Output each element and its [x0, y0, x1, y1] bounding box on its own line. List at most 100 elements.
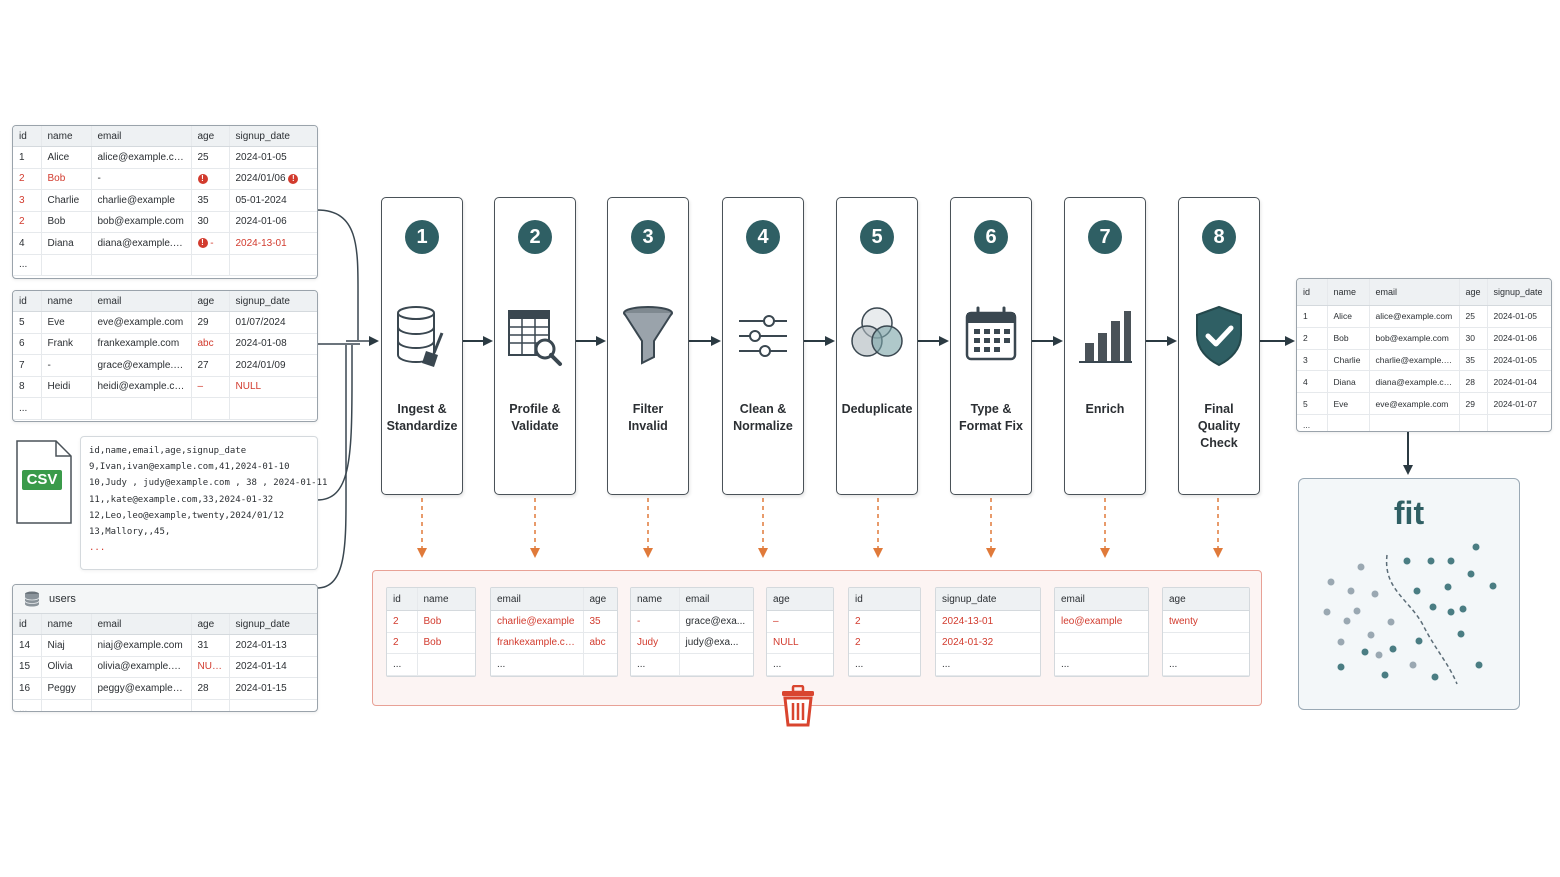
cell: 2 — [13, 211, 41, 233]
database-icon — [24, 591, 40, 607]
column-header: email — [1368, 279, 1459, 306]
cell — [1163, 632, 1249, 654]
cell — [1458, 414, 1487, 431]
stage-number: 6 — [974, 220, 1008, 254]
cell: frankexample.com — [90, 333, 191, 355]
cell: 2024-01-14 — [228, 656, 317, 678]
csv-line: ... — [89, 543, 106, 554]
column-header: email — [90, 614, 191, 635]
cell — [1055, 632, 1148, 654]
table-row: 2024-13-01 — [936, 610, 1040, 633]
cell: frankexample.com — [491, 632, 583, 654]
source-merge-lines — [316, 209, 379, 589]
cell: 2024-01-05 — [228, 146, 317, 169]
cell — [90, 699, 191, 711]
cell: charlie@example — [491, 610, 583, 633]
cell: Diana — [40, 232, 91, 255]
csv-badge: CSV — [26, 471, 58, 488]
table-row: 2 Bob - ! 2024/01/06 ! — [13, 168, 317, 190]
cell: 2024-01-05 — [1486, 349, 1551, 372]
column-header: name — [40, 126, 91, 147]
cell: heidi@example.com — [90, 376, 191, 398]
cell: bob@example.com — [1368, 327, 1459, 350]
table-row: NULL — [767, 632, 833, 654]
cell: Judy — [631, 632, 679, 654]
table-row: ... — [387, 653, 475, 676]
stage-label: Type & Format Fix — [959, 402, 1023, 433]
cell: 3 — [1297, 349, 1327, 372]
cell: – — [190, 376, 229, 398]
stage-label: Ingest & Standardize — [386, 402, 458, 433]
table-header-row: age — [1163, 588, 1249, 611]
users-db-label: users — [49, 593, 76, 605]
column-header: name — [40, 614, 91, 635]
csv-line: 10,Judy , judy@example.com , 38 , 2024-0… — [89, 478, 328, 489]
cell: Bob — [416, 632, 475, 654]
cell: 2024-01-13 — [228, 634, 317, 657]
cell: 2024/01/06 ! — [228, 168, 317, 190]
table-row: 2 — [849, 632, 920, 654]
table-row: 14 Niaj niaj@example.com 31 2024-01-13 — [13, 634, 317, 657]
csv-content: id,name,email,age,signup_date 9,Ivan,iva… — [80, 436, 328, 570]
cell: 31 — [190, 634, 229, 657]
stage-label: Enrich — [1085, 402, 1125, 416]
cell: 2024-01-32 — [936, 632, 1040, 654]
cell: 1 — [1297, 305, 1327, 328]
column-header: age — [190, 291, 229, 312]
table-row: ... — [13, 397, 317, 420]
table-row: ... — [1055, 653, 1148, 676]
cell: 30 — [190, 211, 229, 233]
column-header: name — [1326, 279, 1369, 306]
cell: Niaj — [40, 634, 91, 657]
table-header-row: id name email age signup_date — [1297, 279, 1551, 306]
table-magnifier-icon — [508, 310, 562, 366]
cell: alice@example.com — [1368, 305, 1459, 328]
cell: leo@example — [1055, 610, 1148, 633]
cell: ! — [190, 168, 229, 190]
cell: 2024-13-01 — [228, 232, 317, 255]
table-row: 4 Diana diana@example.com ! - 2024-13-01 — [13, 232, 317, 255]
cell: ... — [13, 254, 41, 276]
csv-line: 13,Mallory,,45, — [89, 526, 171, 537]
cell — [90, 254, 191, 276]
cell: Bob — [40, 211, 91, 233]
csv-line: 9,Ivan,ivan@example.com,41,2024-01-10 — [89, 462, 290, 473]
table-header-row: signup_date — [936, 588, 1040, 611]
cell: ... — [631, 653, 679, 676]
table-row: ... — [13, 699, 317, 711]
column-header: id — [1297, 279, 1327, 306]
cell — [582, 653, 617, 676]
column-header: age — [767, 588, 833, 611]
cell: ... — [936, 653, 1040, 676]
table-header-row: id name email age signup_date — [13, 126, 317, 147]
cell: 15 — [13, 656, 41, 678]
cell — [40, 699, 91, 711]
csv-line: 11,,kate@example.com,33,2024-01-32 — [89, 494, 274, 505]
cell: 4 — [1297, 370, 1327, 394]
cell: Alice — [40, 146, 91, 169]
stage-2-profile: 2 Profile & Validate — [494, 197, 576, 495]
rejected-table-stage-4: age – NULL ... — [766, 587, 834, 677]
cell: ... — [767, 653, 833, 676]
cell: 28 — [190, 677, 229, 700]
table-row: ... — [1163, 653, 1249, 676]
column-header: email — [90, 291, 191, 312]
model-fit-card: fit — [1298, 478, 1520, 710]
funnel-icon — [623, 306, 673, 365]
cell — [40, 397, 91, 420]
table-row: ... — [936, 653, 1040, 676]
cell: alice@example.com — [90, 146, 191, 169]
stage-number: 5 — [860, 220, 894, 254]
table-row: ... — [491, 653, 617, 676]
cell: Peggy — [40, 677, 91, 700]
cell: 2 — [1297, 327, 1327, 350]
table-row: -grace@exa... — [631, 610, 753, 633]
